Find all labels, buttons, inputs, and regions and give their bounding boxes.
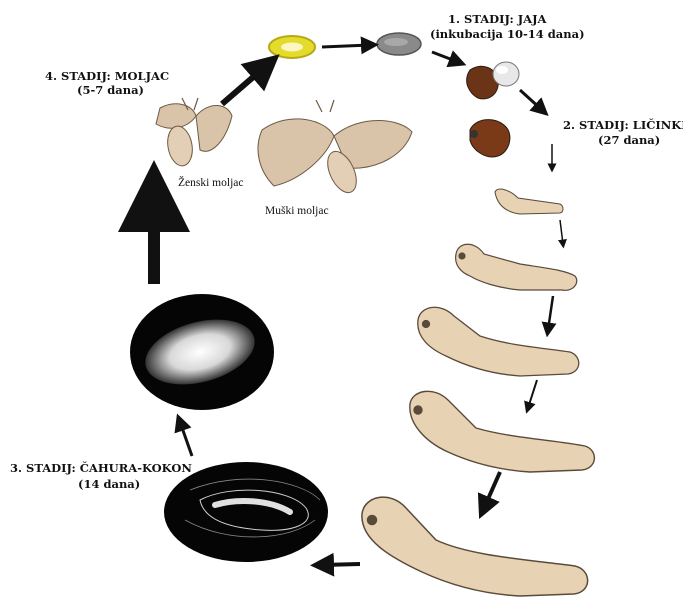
arrow-cocoon-to-cocoon	[180, 422, 192, 456]
arrow-larva-to-cocoon	[322, 564, 360, 565]
egg-yellow	[269, 36, 315, 58]
larva-final	[362, 497, 588, 596]
larva-medium	[456, 244, 577, 290]
arrow-egg-to-egg	[322, 45, 370, 47]
arrow-larva-5	[484, 472, 500, 508]
female-moth	[156, 98, 232, 168]
larva-xlarge	[410, 391, 595, 472]
arrow-larva-2	[560, 220, 563, 244]
larva-large	[418, 307, 579, 376]
larva-small	[495, 189, 563, 214]
hatching-larva	[467, 62, 519, 99]
cocoon-upper	[130, 294, 274, 410]
arrow-larva-4	[528, 380, 537, 408]
arrow-moth-to-egg	[222, 66, 266, 104]
egg-gray	[377, 33, 421, 55]
male-moth	[258, 100, 412, 197]
first-instar-larva	[470, 120, 510, 157]
arrow-hatch-to-larva	[520, 90, 542, 110]
arrow-egg-to-hatch	[432, 52, 458, 62]
arrow-larva-3	[548, 296, 553, 330]
cocoon-lower	[164, 462, 328, 562]
